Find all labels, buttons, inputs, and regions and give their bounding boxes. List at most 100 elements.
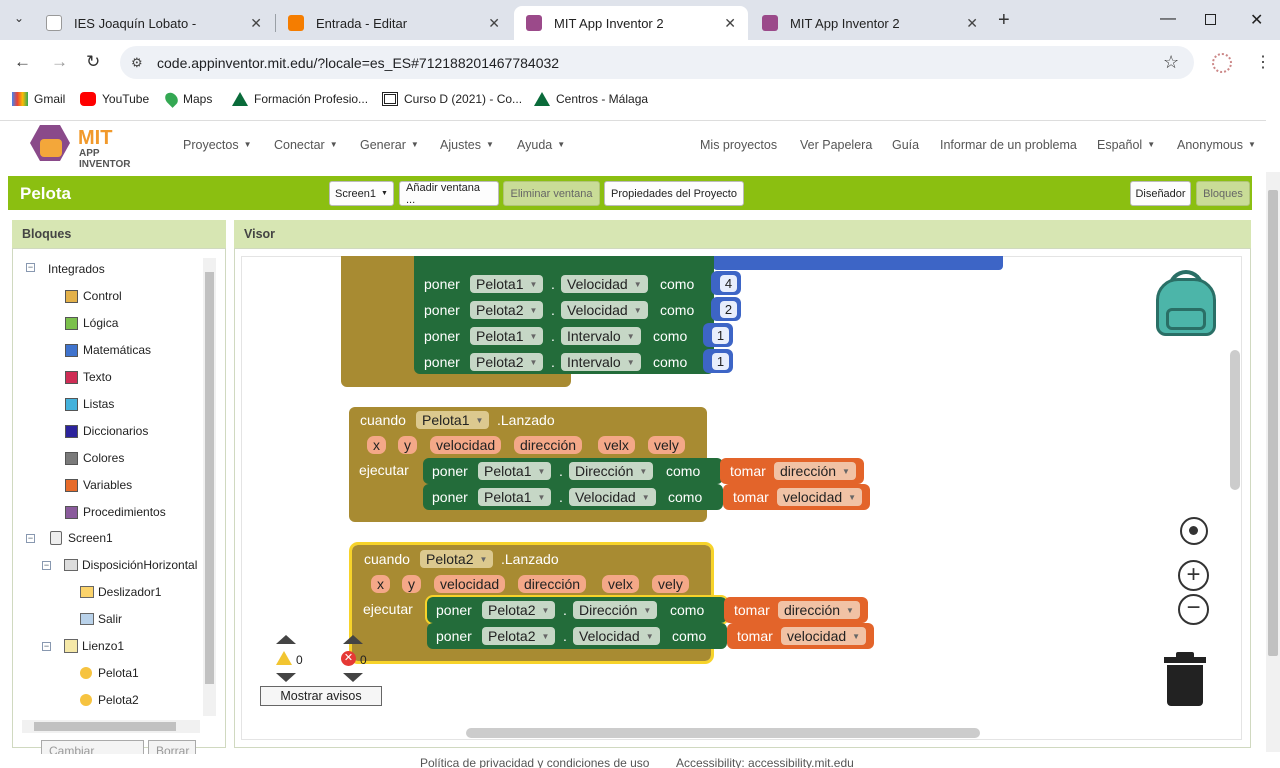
errors-prev-icon[interactable] — [343, 635, 363, 644]
collapse-icon[interactable]: − — [42, 641, 51, 651]
backpack-icon[interactable] — [1154, 270, 1220, 338]
bookmark-maps[interactable]: Maps — [162, 90, 212, 108]
tree-deslizador1[interactable]: Deslizador1 — [80, 585, 161, 599]
bookmark-formacion[interactable]: Formación Profesio... — [232, 92, 368, 106]
param-direccion[interactable]: dirección — [518, 575, 587, 593]
tree-lienzo1[interactable]: Lienzo1 — [64, 639, 124, 653]
variable-dropdown[interactable]: velocidad▼ — [777, 488, 863, 506]
component-dropdown[interactable]: Pelota1▼ — [470, 327, 544, 345]
tree-disposicion-horizontal[interactable]: DisposiciónHorizontal — [64, 558, 197, 572]
variable-dropdown[interactable]: velocidad▼ — [781, 627, 867, 645]
trash-icon[interactable] — [1164, 652, 1206, 708]
property-dropdown[interactable]: Intervalo▼ — [561, 353, 641, 371]
link-mis-proyectos[interactable]: Mis proyectos — [700, 138, 778, 152]
property-dropdown[interactable]: Velocidad▼ — [569, 488, 656, 506]
number-value[interactable]: 2 — [720, 301, 737, 318]
category-listas[interactable]: Listas — [65, 397, 114, 411]
profile-avatar[interactable] — [1212, 53, 1232, 73]
url-bar[interactable] — [120, 46, 1194, 79]
remove-screen-button[interactable]: Eliminar ventana — [503, 181, 600, 206]
collapse-icon[interactable]: − — [42, 560, 51, 570]
tree-pelota1[interactable]: Pelota1 — [80, 666, 139, 680]
menu-proyectos[interactable]: Proyectos▼ — [183, 138, 252, 152]
reload-icon[interactable]: ↻ — [86, 52, 101, 71]
warnings-next-icon[interactable] — [276, 673, 296, 682]
tree-scroll-thumb-h[interactable] — [34, 722, 176, 731]
variable-dropdown[interactable]: dirección▼ — [774, 462, 856, 480]
variable-dropdown[interactable]: dirección▼ — [778, 601, 860, 619]
accessibility-link[interactable]: Accessibility: accessibility.mit.edu — [676, 756, 854, 768]
add-screen-button[interactable]: Añadir ventana ... — [399, 181, 499, 206]
param-velx[interactable]: velx — [598, 436, 635, 454]
minimize-icon[interactable]: — — [1160, 10, 1176, 27]
show-warnings-button[interactable]: Mostrar avisos — [260, 686, 382, 706]
collapse-icon[interactable]: − — [26, 262, 35, 272]
tab-entrada[interactable]: Entrada - Editar ✕ — [276, 6, 512, 40]
component-dropdown[interactable]: Pelota2▼ — [482, 601, 556, 619]
privacy-link[interactable]: Política de privacidad y condiciones de … — [420, 756, 650, 768]
close-icon[interactable]: ✕ — [966, 14, 978, 31]
workspace-scroll-thumb-h[interactable] — [466, 728, 980, 738]
category-procedimientos[interactable]: Procedimientos — [65, 505, 166, 519]
tab-ies[interactable]: IES Joaquín Lobato - ✕ — [34, 6, 274, 40]
center-workspace-icon[interactable] — [1180, 517, 1208, 545]
close-icon[interactable]: ✕ — [250, 14, 262, 31]
workspace-scroll-thumb-v[interactable] — [1230, 350, 1240, 490]
param-direccion[interactable]: dirección — [514, 436, 583, 454]
new-tab-button[interactable]: + — [998, 9, 1010, 31]
move-to-block-partial[interactable] — [713, 256, 1003, 270]
back-icon[interactable]: ← — [14, 52, 31, 71]
menu-language[interactable]: Español▼ — [1097, 138, 1156, 152]
bookmark-centros[interactable]: Centros - Málaga — [534, 92, 648, 106]
component-dropdown[interactable]: Pelota2▼ — [420, 550, 494, 568]
category-logica[interactable]: Lógica — [65, 316, 118, 330]
url-text[interactable]: code.appinventor.mit.edu/?locale=es_ES#7… — [157, 55, 560, 71]
number-value[interactable]: 4 — [720, 275, 737, 292]
link-papelera[interactable]: Ver Papelera — [800, 138, 873, 152]
delete-button[interactable]: Borrar — [148, 740, 196, 754]
category-texto[interactable]: Texto — [65, 370, 112, 384]
bookmark-star-icon[interactable]: ☆ — [1163, 52, 1180, 72]
param-x[interactable]: x — [367, 436, 386, 454]
tree-pelota2[interactable]: Pelota2 — [80, 693, 139, 707]
component-dropdown[interactable]: Pelota1▼ — [470, 275, 544, 293]
menu-user[interactable]: Anonymous▼ — [1177, 138, 1256, 152]
property-dropdown[interactable]: Dirección▼ — [569, 462, 654, 480]
menu-ajustes[interactable]: Ajustes▼ — [440, 138, 494, 152]
component-dropdown[interactable]: Pelota2▼ — [470, 301, 544, 319]
component-dropdown[interactable]: Pelota1▼ — [478, 488, 552, 506]
close-icon[interactable]: ✕ — [488, 14, 500, 31]
tab-list-chevron-icon[interactable]: ⌄ — [14, 11, 25, 25]
tree-screen1[interactable]: Screen1 — [50, 531, 113, 545]
tree-integrados[interactable]: Integrados — [48, 262, 105, 276]
tree-salir[interactable]: Salir — [80, 612, 122, 626]
bookmark-youtube[interactable]: YouTube — [80, 92, 149, 106]
zoom-out-icon[interactable]: − — [1178, 594, 1209, 625]
app-inventor-logo[interactable]: MIT APP INVENTOR — [28, 125, 152, 170]
category-variables[interactable]: Variables — [65, 478, 132, 492]
bookmark-curso[interactable]: Curso D (2021) - Co... — [382, 92, 522, 106]
bookmark-gmail[interactable]: Gmail — [12, 92, 65, 106]
warnings-prev-icon[interactable] — [276, 635, 296, 644]
menu-generar[interactable]: Generar▼ — [360, 138, 419, 152]
number-value[interactable]: 1 — [712, 327, 729, 344]
forward-icon[interactable]: → — [51, 52, 68, 71]
page-scroll-thumb[interactable] — [1268, 190, 1278, 656]
collapse-icon[interactable]: − — [26, 533, 35, 543]
component-dropdown[interactable]: Pelota2▼ — [470, 353, 544, 371]
param-x[interactable]: x — [371, 575, 390, 593]
category-matematicas[interactable]: Matemáticas — [65, 343, 151, 357]
category-control[interactable]: Control — [65, 289, 122, 303]
tab-app-inventor-active[interactable]: MIT App Inventor 2 ✕ — [514, 6, 748, 40]
category-colores[interactable]: Colores — [65, 451, 124, 465]
tab-app-inventor[interactable]: MIT App Inventor 2 ✕ — [750, 6, 990, 40]
menu-ayuda[interactable]: Ayuda▼ — [517, 138, 566, 152]
property-dropdown[interactable]: Intervalo▼ — [561, 327, 641, 345]
component-dropdown[interactable]: Pelota2▼ — [482, 627, 556, 645]
param-vely[interactable]: vely — [648, 436, 685, 454]
tree-scroll-thumb-v[interactable] — [205, 272, 214, 684]
site-info-icon[interactable]: ⚙ — [131, 55, 143, 70]
browser-menu-icon[interactable]: ⋮ — [1255, 54, 1271, 71]
param-velocidad[interactable]: velocidad — [430, 436, 502, 454]
link-report-problem[interactable]: Informar de un problema — [940, 138, 1077, 152]
